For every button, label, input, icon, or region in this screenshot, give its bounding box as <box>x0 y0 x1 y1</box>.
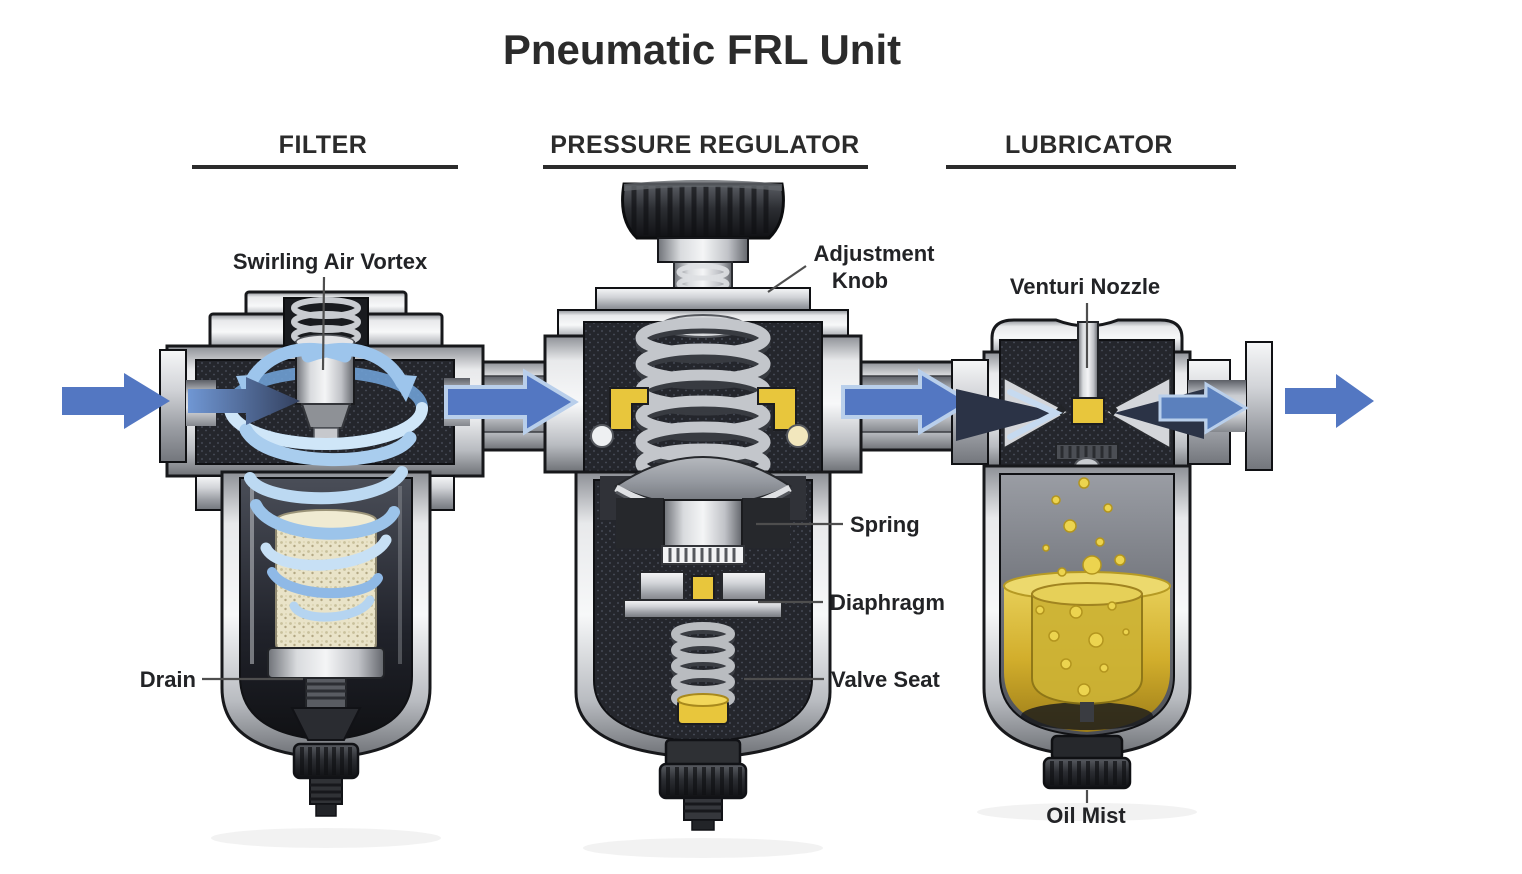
part-label-diaphragm: Diaphragm <box>758 590 945 615</box>
label-oil-mist: Oil Mist <box>1046 803 1126 828</box>
lubricator-unit <box>951 318 1273 821</box>
label-adjustment-knob-line1: Adjustment <box>814 241 936 266</box>
vortex-top-arrows <box>236 342 417 402</box>
regulator-to-lubricator-flow-arrow <box>841 368 974 436</box>
part-label-valve-seat: Valve Seat <box>744 667 941 692</box>
label-valve-seat: Valve Seat <box>831 667 941 692</box>
regulator-main-spring <box>635 317 771 485</box>
section-underline-regulator <box>543 165 868 169</box>
ball-right <box>786 424 810 448</box>
valve-piston <box>663 499 743 547</box>
valve-seat-step <box>623 599 783 619</box>
knob-collar <box>657 237 749 263</box>
valve-serrated-plate <box>661 545 745 565</box>
leader-adjustment-knob <box>767 265 807 293</box>
oil-bubbles <box>1035 477 1130 697</box>
adjustment-knob <box>621 180 785 240</box>
section-title-regulator: PRESSURE REGULATOR <box>550 131 860 159</box>
outlet-pipe-flow-arrow <box>1158 381 1249 435</box>
section-header-filter: FILTER <box>192 131 458 169</box>
valve-block-left <box>616 498 664 548</box>
venturi-inlet-arrow <box>956 389 1060 441</box>
regulator-bottom-seal <box>677 693 729 725</box>
section-header-lubricator: LUBRICATOR <box>946 131 1236 169</box>
page-title: Pneumatic FRL Unit <box>503 26 901 73</box>
label-venturi-nozzle: Venturi Nozzle <box>1010 274 1160 299</box>
leader-swirling-air-vortex <box>321 276 326 371</box>
valve-seat-left-block <box>639 571 685 605</box>
filter-inlet-flow-arrow <box>188 377 300 425</box>
section-title-lubricator: LUBRICATOR <box>1005 131 1173 159</box>
regulator-shadow <box>583 838 823 858</box>
section-header-regulator: PRESSURE REGULATOR <box>543 131 868 169</box>
part-label-drain: Drain <box>140 667 303 692</box>
section-underline-lubricator <box>946 165 1236 169</box>
label-drain: Drain <box>140 667 196 692</box>
vortex-ring-front <box>224 402 428 450</box>
regulator-unit <box>543 180 863 858</box>
part-label-venturi-nozzle: Venturi Nozzle <box>1010 274 1160 368</box>
part-label-spring: Spring <box>756 512 920 537</box>
part-label-oil-mist: Oil Mist <box>1046 790 1126 828</box>
filter-drain-stem <box>290 677 362 741</box>
outlet-flow-arrow <box>1285 374 1374 428</box>
inlet-flow-arrow <box>62 373 170 429</box>
section-title-filter: FILTER <box>279 131 368 159</box>
label-spring: Spring <box>850 512 920 537</box>
filter-unit <box>159 290 485 848</box>
airflow-arrows <box>62 368 1374 441</box>
section-underline-filter <box>192 165 458 169</box>
label-diaphragm: Diaphragm <box>830 590 945 615</box>
filter-inlet-flange <box>159 349 187 463</box>
part-label-swirling-air-vortex: Swirling Air Vortex <box>233 249 428 371</box>
valve-seat-seal <box>691 575 715 603</box>
oil-inner-cup <box>1031 582 1143 706</box>
filter-to-regulator-flow-arrow <box>444 368 579 436</box>
outlet-end-plate <box>1245 341 1273 471</box>
filter-drain-fitting <box>292 742 360 817</box>
filter-swirl-ribbons <box>239 423 417 622</box>
venturi-inlet-arrow-highlight <box>1007 389 1063 440</box>
lubricator-shadow <box>977 803 1197 821</box>
label-adjustment-knob-line2: Knob <box>832 268 888 293</box>
cup-stem <box>1080 702 1094 722</box>
filter-shadow <box>211 828 441 848</box>
lubricator-drain-fitting <box>1042 734 1132 790</box>
filter-top-spring <box>291 297 361 347</box>
ball-left <box>590 424 614 448</box>
regulator-bottom-fitting <box>658 738 748 831</box>
part-label-adjustment-knob: Adjustment Knob <box>767 241 936 293</box>
label-swirling-air-vortex: Swirling Air Vortex <box>233 249 428 274</box>
